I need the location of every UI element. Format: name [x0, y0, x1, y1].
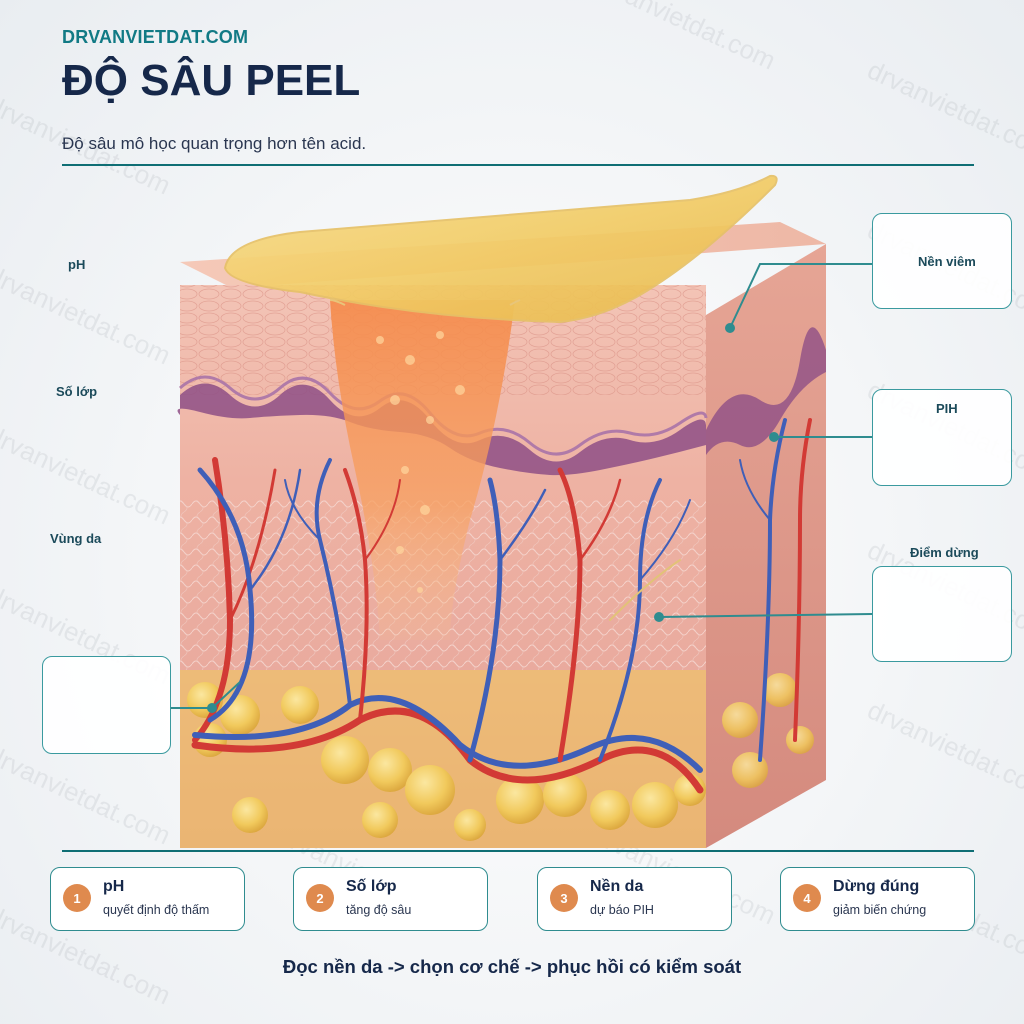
callout-box-left: [42, 656, 171, 754]
card-title: Số lớp: [346, 878, 397, 895]
footer-divider: [62, 850, 974, 852]
step-badge: 4: [793, 884, 821, 912]
right-label-pih: PIH: [936, 401, 958, 416]
peel-sheet: [223, 174, 778, 324]
basal-layer: [177, 383, 706, 476]
step-badge: 3: [550, 884, 578, 912]
step-badge: 2: [306, 884, 334, 912]
card-description: tăng độ sâu: [346, 903, 412, 917]
callout-box-nen-viem: [872, 213, 1012, 309]
card-description: dự báo PIH: [590, 903, 654, 917]
page-title: ĐỘ SÂU PEEL: [62, 56, 361, 105]
left-label-ph: pH: [68, 257, 86, 272]
penetration-bubbles: [376, 331, 465, 593]
card-description: giảm biến chứng: [833, 903, 927, 917]
callout-box-diem-dung: [872, 566, 1012, 662]
card-title: Dừng đúng: [833, 878, 920, 895]
peel-edge: [329, 299, 521, 306]
left-label-vung-da: Vùng da: [50, 531, 102, 546]
right-label-nen-viem: Nền viêm: [918, 254, 976, 269]
summary-card-so-lop: 2 Số lớp tăng độ sâu: [293, 867, 488, 931]
blood-vessels: [191, 418, 812, 794]
card-description: quyết định độ thấm: [103, 903, 210, 917]
footer-workflow-text: Đọc nền da -> chọn cơ chế -> phục hồi có…: [282, 956, 742, 977]
summary-card-ph: 1 pH quyết định độ thấm: [50, 867, 245, 931]
left-label-so-lop: Số lớp: [56, 384, 98, 399]
acid-penetration-zone: [330, 300, 515, 640]
card-title: Nền da: [590, 878, 644, 895]
basal-layer-side: [706, 327, 826, 455]
callout-box-pih: [872, 389, 1012, 486]
step-badge: 1: [63, 884, 91, 912]
right-label-diem-dung: Điểm dừng: [910, 545, 979, 560]
callout-dots: [207, 323, 779, 713]
card-title: pH: [103, 878, 125, 895]
header-divider: [62, 164, 974, 166]
summary-card-nen-da: 3 Nền da dự báo PIH: [537, 867, 732, 931]
page-subtitle: Độ sâu mô học quan trọng hơn tên acid.: [62, 134, 367, 153]
summary-card-dung-dung: 4 Dừng đúng giảm biến chứng: [780, 867, 975, 931]
brand-name: DRVANVIETDAT.COM: [62, 27, 249, 47]
